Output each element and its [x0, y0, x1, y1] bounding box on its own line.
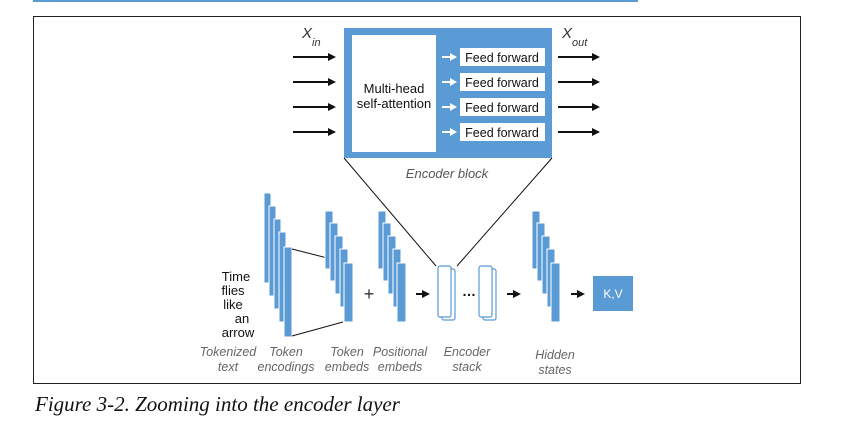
- attention-box: [352, 35, 436, 152]
- label-token-embeds-2: embeds: [325, 360, 369, 374]
- ff-label-3: Feed forward: [465, 101, 539, 115]
- input-text: Time flies like an arrow: [221, 269, 254, 340]
- input-word-4: an: [235, 311, 249, 326]
- kv-box: [593, 276, 633, 311]
- x-out-main: X: [561, 25, 573, 42]
- ff-label-4: Feed forward: [465, 126, 539, 140]
- positional-embeds-stack: [377, 210, 407, 323]
- zoom-line-left: [343, 157, 437, 267]
- kv-label: K,V: [603, 287, 622, 301]
- figure-caption: Figure 3-2. Zooming into the encoder lay…: [35, 392, 400, 416]
- positional-embed-bar-5: [396, 262, 407, 323]
- attention-label-line1: Multi-head: [364, 81, 425, 96]
- ff-label-1: Feed forward: [465, 51, 539, 65]
- label-token-encodings-2: encodings: [258, 360, 315, 374]
- hidden-states-stack: [531, 210, 561, 323]
- figure-frame: [33, 16, 801, 384]
- top-rule: [33, 0, 638, 2]
- label-hidden-states-2: states: [538, 363, 571, 377]
- x-in-label: X in: [301, 25, 321, 49]
- ff-label-2: Feed forward: [465, 76, 539, 90]
- input-word-3: like: [223, 297, 243, 312]
- ff-box-2: [460, 73, 545, 91]
- ff-box-4: [460, 123, 545, 141]
- zoom-line-right: [456, 157, 553, 267]
- x-out-sub: out: [572, 37, 588, 49]
- encoder-stack: …: [437, 265, 497, 321]
- label-hidden-states-1: Hidden: [535, 348, 575, 362]
- bottom-labels: Tokenized text Token encodings Token emb…: [200, 345, 575, 377]
- ff-box-3: [460, 98, 545, 116]
- plus-sign: +: [364, 284, 375, 304]
- encoder-stack-ellipsis: …: [462, 283, 476, 299]
- label-token-embeds-1: Token: [330, 345, 364, 359]
- x-in-sub: in: [312, 37, 321, 49]
- input-word-5: arrow: [222, 325, 255, 340]
- label-encoder-stack-2: stack: [452, 360, 482, 374]
- encoder-block-label: Encoder block: [406, 166, 490, 181]
- x-in-main: X: [301, 25, 313, 42]
- label-positional-embeds-1: Positional: [373, 345, 428, 359]
- x-out-label: X out: [561, 25, 588, 49]
- input-word-1: Time: [222, 269, 250, 284]
- label-tokenized-2: text: [218, 360, 239, 374]
- label-tokenized-1: Tokenized: [200, 345, 258, 359]
- input-word-2: flies: [221, 283, 245, 298]
- hidden-state-bar-5: [550, 262, 561, 323]
- ff-box-1: [460, 48, 545, 66]
- attention-label-line2: self-attention: [357, 96, 431, 111]
- token-embed-bar-5: [343, 262, 354, 323]
- input-arrows: [293, 53, 336, 136]
- encoder-stack-layer-n: [478, 265, 493, 318]
- feed-forward-group: Feed forward Feed forward Feed forward F…: [442, 48, 545, 141]
- label-encoder-stack-1: Encoder: [444, 345, 491, 359]
- embed-projection-bottom: [291, 321, 344, 337]
- token-encoding-bar-5: [283, 246, 293, 338]
- token-encodings-stack: [263, 192, 293, 338]
- encoder-stack-layer-1: [437, 265, 452, 318]
- token-embeds-stack: [324, 210, 354, 323]
- output-arrows: [558, 53, 600, 136]
- label-positional-embeds-2: embeds: [378, 360, 422, 374]
- label-token-encodings-1: Token: [269, 345, 303, 359]
